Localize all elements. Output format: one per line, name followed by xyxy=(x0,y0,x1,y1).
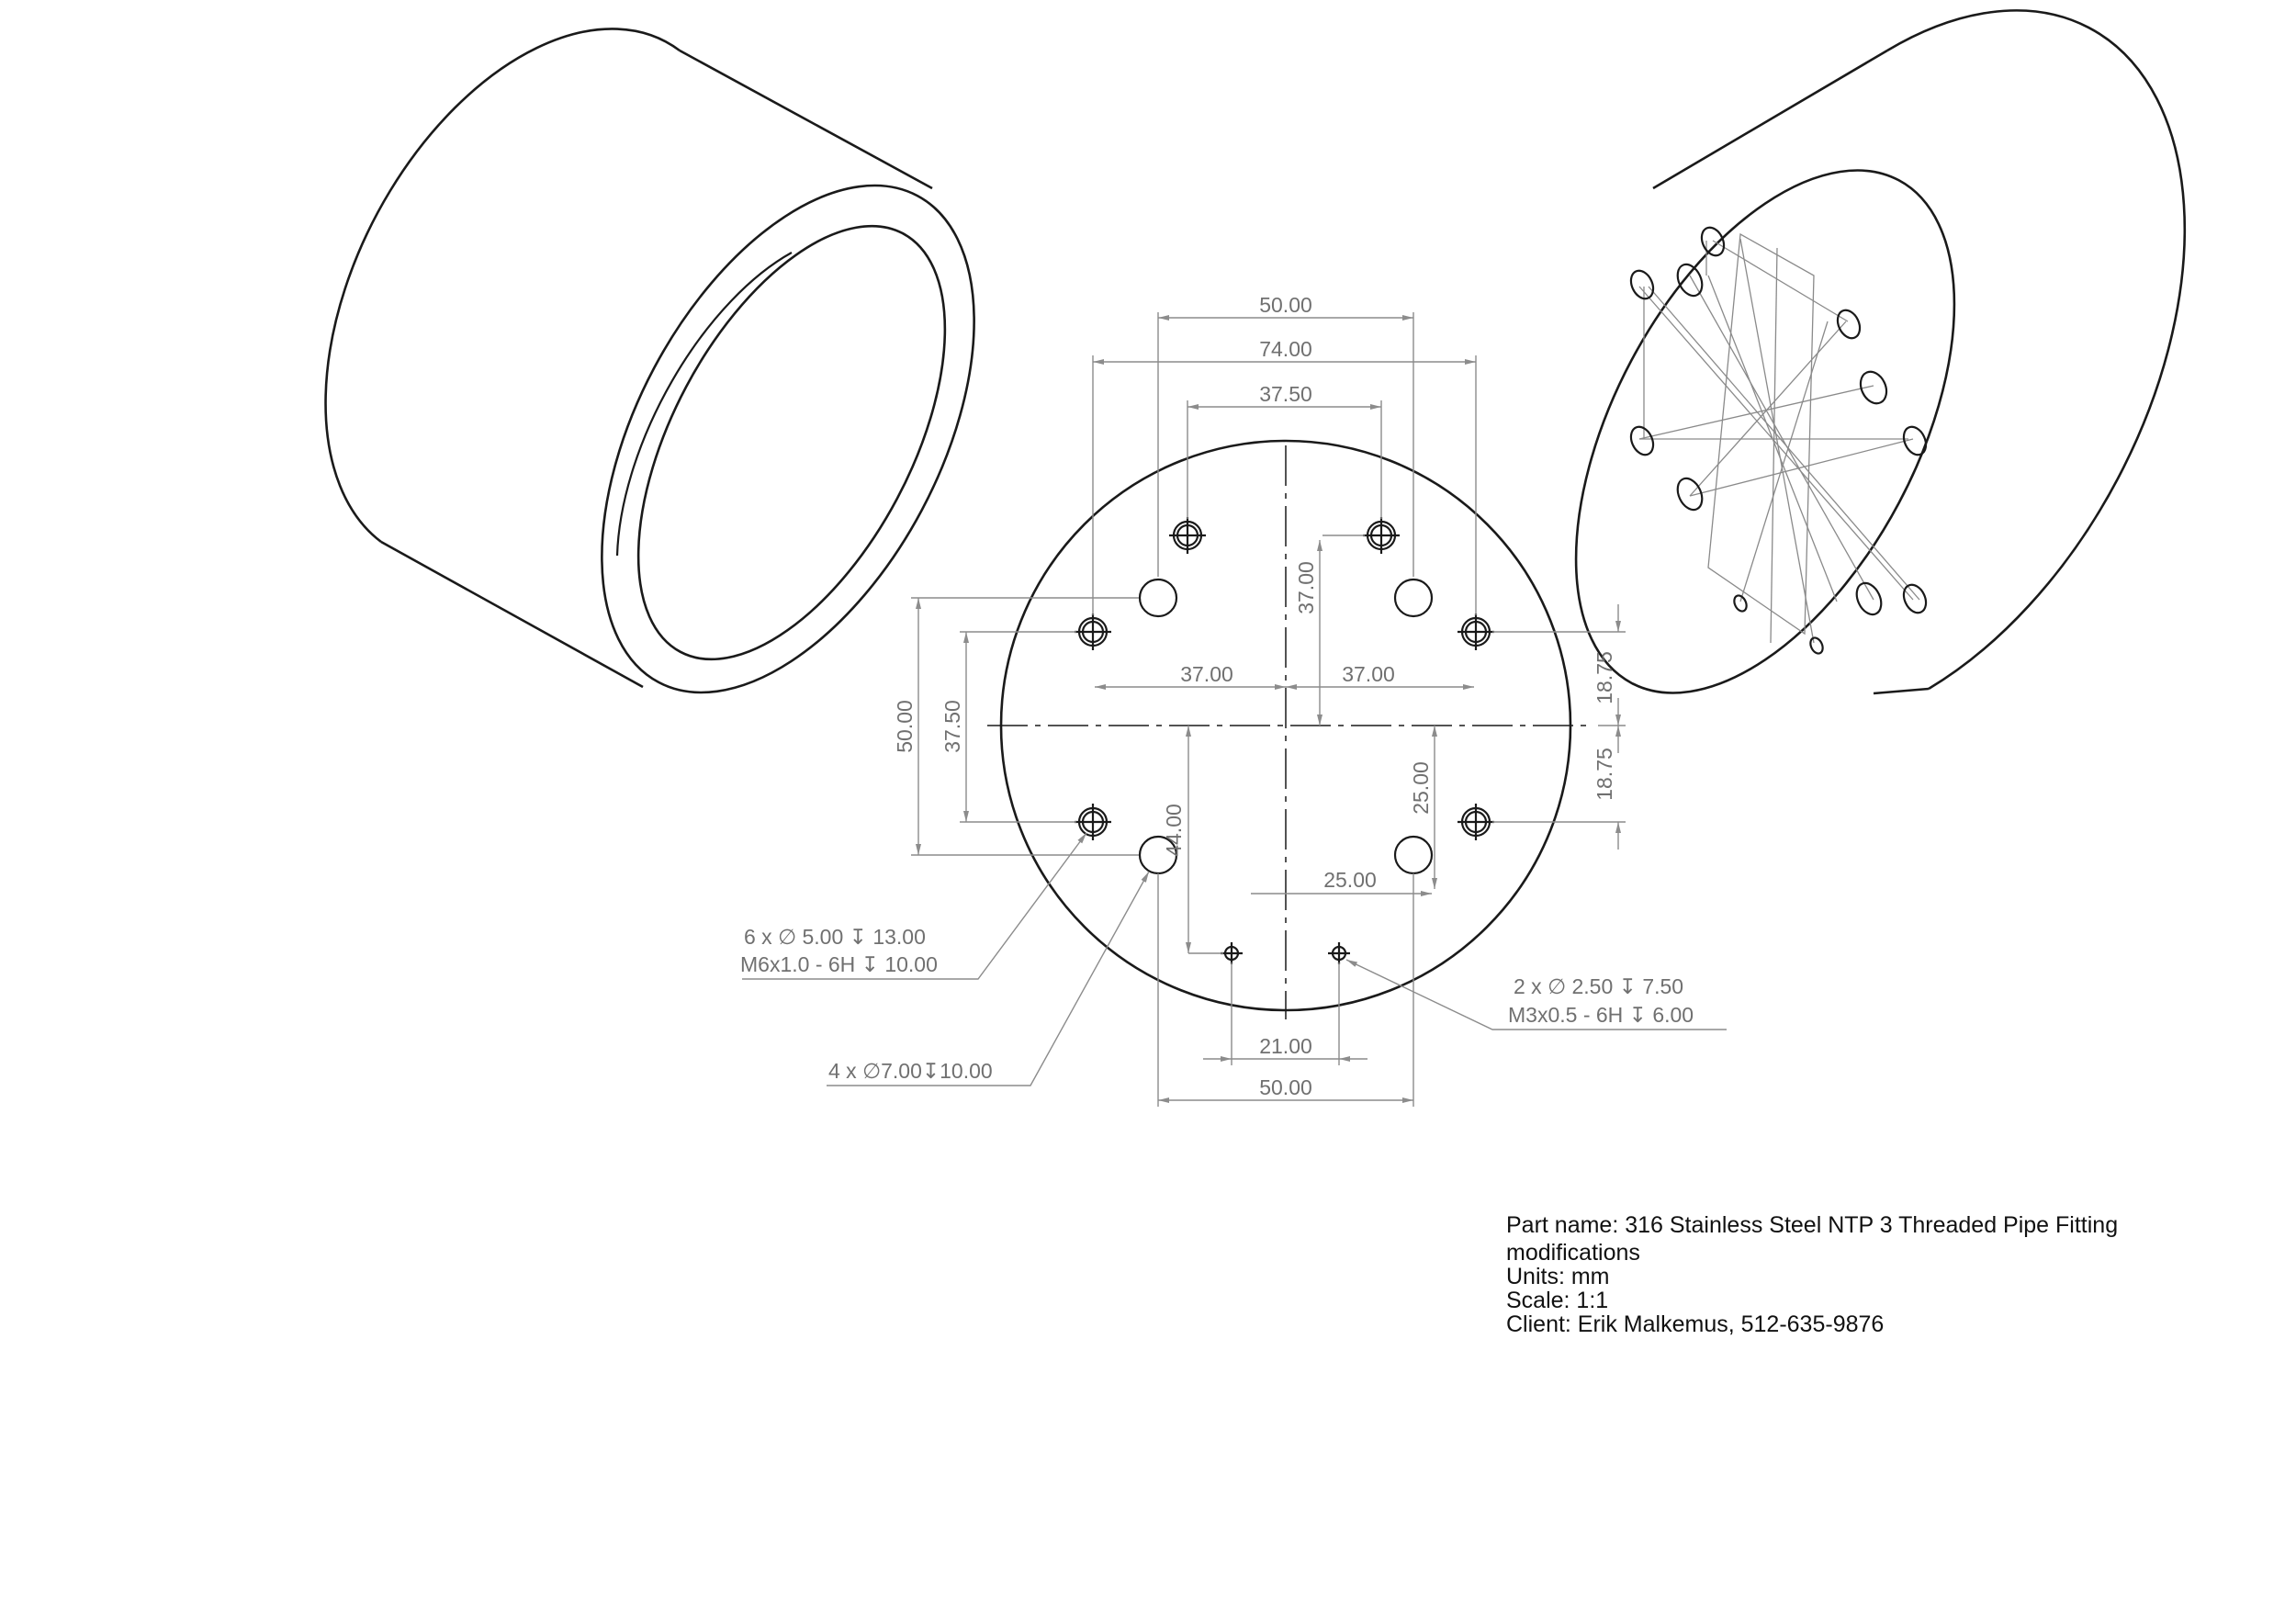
dim-vert-37: 37.00 xyxy=(1294,561,1318,614)
ring-inner-back-edge xyxy=(615,252,793,557)
disc-hole-icon xyxy=(1700,226,1726,257)
callout-notes: 6 x ∅ 5.00 ↧ 13.00 M6x1.0 - 6H ↧ 10.00 4… xyxy=(740,925,1694,1083)
dim-top-37-5: 37.50 xyxy=(1259,382,1312,406)
note-six-holes-line2: M6x1.0 - 6H ↧ 10.00 xyxy=(740,952,938,976)
disc-holes xyxy=(1629,226,1928,655)
dim-vert-44: 44.00 xyxy=(1162,804,1186,857)
disc-front-face xyxy=(1574,169,1956,694)
disc-top-edge xyxy=(1652,49,1888,190)
front-view: 50.00 74.00 37.50 37.00 37.00 37.00 18.7… xyxy=(740,293,1727,1107)
disc-hole-icon xyxy=(1676,477,1704,512)
m3-threaded-holes xyxy=(1221,942,1350,964)
dimension-lines xyxy=(911,312,1626,1107)
dim-left-37: 37.00 xyxy=(1180,662,1233,686)
title-block: Part name: 316 Stainless Steel NTP 3 Thr… xyxy=(1506,1212,2118,1337)
ring-back-outline xyxy=(324,28,681,544)
disc-hole-icon xyxy=(1836,309,1862,340)
leader-lines xyxy=(742,832,1727,1086)
dim-left-50: 50.00 xyxy=(893,700,917,753)
title-units: Units: mm xyxy=(1506,1264,1610,1289)
hole-icon xyxy=(1393,578,1434,618)
isometric-view-disc xyxy=(1574,9,2187,695)
dim-left-37-5: 37.50 xyxy=(940,700,964,753)
dim-right-18-75-top: 18.75 xyxy=(1593,651,1616,704)
ring-bottom-edge xyxy=(380,540,644,689)
dim-top-50: 50.00 xyxy=(1259,293,1312,317)
disc-hidden-lines xyxy=(1638,232,1920,644)
disc-back-outline xyxy=(1886,9,2187,691)
dim-horiz-25: 25.00 xyxy=(1323,868,1377,892)
disc-hole-icon xyxy=(1902,425,1928,456)
m6-threaded-holes xyxy=(1075,517,1494,840)
title-part-name-cont: modifications xyxy=(1506,1240,1640,1266)
disc-hole-icon xyxy=(1902,583,1928,614)
ring-front-outer-edge xyxy=(601,184,975,694)
ring-front-inner-edge xyxy=(636,224,947,661)
note-two-holes-line1: 2 x ∅ 2.50 ↧ 7.50 xyxy=(1514,974,1683,998)
dim-right-18-75-bottom: 18.75 xyxy=(1593,748,1616,801)
disc-hole-icon xyxy=(1855,581,1883,616)
disc-bottom-edge xyxy=(1873,687,1930,695)
dimension-texts: 50.00 74.00 37.50 37.00 37.00 37.00 18.7… xyxy=(893,293,1616,1099)
hole-icon xyxy=(1138,578,1178,618)
disc-hole-icon xyxy=(1676,263,1704,298)
disc-hole-icon xyxy=(1629,425,1655,456)
disc-hole-icon xyxy=(1809,636,1824,655)
disc-hole-icon xyxy=(1859,370,1888,405)
dim-vert-25: 25.00 xyxy=(1409,761,1433,815)
disc-hole-icon xyxy=(1733,594,1748,613)
disc-hole-icon xyxy=(1629,269,1655,300)
dim-bottom-50: 50.00 xyxy=(1259,1075,1312,1099)
dim-top-74: 74.00 xyxy=(1259,337,1312,361)
note-two-holes-line2: M3x0.5 - 6H ↧ 6.00 xyxy=(1508,1003,1694,1027)
title-client: Client: Erik Malkemus, 512-635-9876 xyxy=(1506,1311,1884,1337)
dim-bottom-21: 21.00 xyxy=(1259,1034,1312,1058)
hole-icon xyxy=(1393,835,1434,875)
note-four-holes: 4 x ∅7.00↧10.00 xyxy=(828,1059,993,1083)
title-part-name: Part name: 316 Stainless Steel NTP 3 Thr… xyxy=(1506,1212,2118,1238)
note-six-holes-line1: 6 x ∅ 5.00 ↧ 13.00 xyxy=(744,925,926,949)
title-scale: Scale: 1:1 xyxy=(1506,1288,1608,1313)
ring-top-edge xyxy=(679,49,933,190)
isometric-view-ring xyxy=(324,28,975,694)
dim-right-37: 37.00 xyxy=(1342,662,1395,686)
